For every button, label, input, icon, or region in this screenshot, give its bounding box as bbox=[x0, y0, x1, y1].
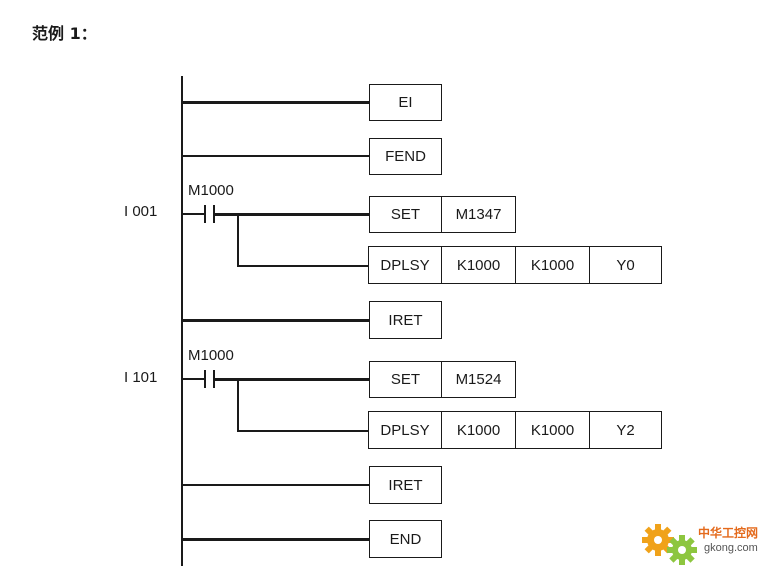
contact-left-bar bbox=[204, 205, 206, 223]
instruction-dplsy: DPLSY bbox=[368, 246, 442, 284]
pointer-label: I 101 bbox=[124, 369, 158, 386]
rung-wire bbox=[183, 538, 370, 541]
instruction-ei: EI bbox=[369, 84, 442, 121]
dplsy-operand-3: Y0 bbox=[589, 246, 662, 284]
dplsy-operand-3: Y2 bbox=[589, 411, 662, 449]
instruction-end: END bbox=[369, 520, 442, 558]
watermark-title: 中华工控网 bbox=[698, 526, 759, 540]
watermark-site: gkong.com bbox=[704, 542, 758, 554]
set-operand: M1347 bbox=[441, 196, 516, 233]
site-watermark: 中华工控网 gkong.com bbox=[638, 516, 770, 570]
instruction-iret: IRET bbox=[369, 466, 442, 504]
instruction-set: SET bbox=[369, 361, 442, 398]
dplsy-operand-1: K1000 bbox=[441, 411, 516, 449]
pointer-label: I 001 bbox=[124, 203, 158, 220]
rung-wire bbox=[183, 484, 370, 486]
instruction-fend: FEND bbox=[369, 138, 442, 175]
contact-label: M1000 bbox=[188, 347, 234, 364]
rung-wire bbox=[183, 213, 205, 215]
gear-icon bbox=[642, 524, 697, 565]
rung-wire bbox=[183, 155, 370, 157]
dplsy-operand-2: K1000 bbox=[515, 246, 590, 284]
contact-label: M1000 bbox=[188, 182, 234, 199]
branch-wire bbox=[237, 430, 369, 432]
example-heading: 范例 1： bbox=[32, 24, 97, 43]
dplsy-operand-2: K1000 bbox=[515, 411, 590, 449]
instruction-set: SET bbox=[369, 196, 442, 233]
branch-wire bbox=[237, 213, 239, 267]
rung-wire bbox=[183, 319, 370, 322]
rung-wire bbox=[214, 213, 370, 216]
branch-wire bbox=[237, 265, 369, 267]
rung-wire bbox=[183, 378, 205, 380]
instruction-dplsy: DPLSY bbox=[368, 411, 442, 449]
rung-wire bbox=[183, 101, 370, 104]
dplsy-operand-1: K1000 bbox=[441, 246, 516, 284]
power-rail bbox=[181, 76, 183, 566]
branch-wire bbox=[237, 378, 239, 432]
instruction-iret: IRET bbox=[369, 301, 442, 339]
set-operand: M1524 bbox=[441, 361, 516, 398]
contact-left-bar bbox=[204, 370, 206, 388]
rung-wire bbox=[214, 378, 370, 381]
